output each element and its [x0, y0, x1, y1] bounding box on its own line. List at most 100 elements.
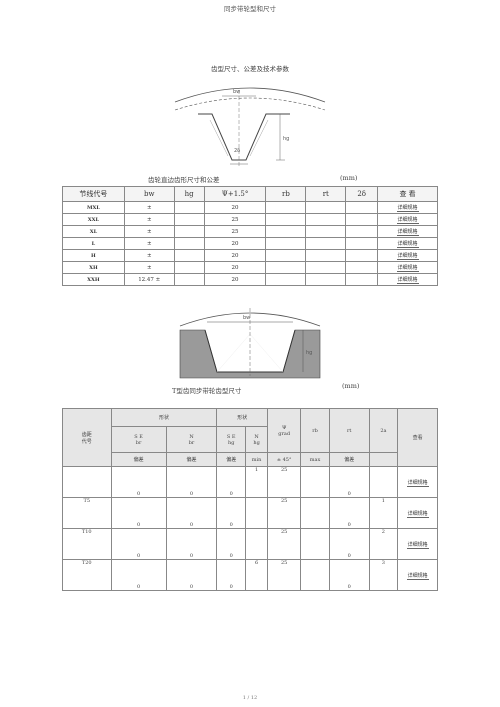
details-link[interactable]: 详细规格: [396, 205, 419, 212]
tol-header: 偏差: [328, 452, 370, 467]
details-link[interactable]: 详细规格: [396, 277, 419, 284]
row-value: 0: [165, 559, 218, 591]
row-code: T20: [62, 559, 112, 591]
details-link[interactable]: 详细规格: [406, 572, 429, 580]
row-code: L: [62, 237, 125, 250]
row-min: 1: [245, 466, 269, 498]
row-dev: 0: [328, 559, 370, 591]
page-header: 同步带轮型和尺寸: [224, 5, 276, 13]
row-code: XH: [62, 261, 125, 274]
col-header-grad: grad: [278, 430, 291, 437]
row-psi: 20: [203, 237, 267, 250]
section-title: 齿型尺寸、公差及技术参数: [211, 65, 289, 73]
row-bw: ±: [123, 201, 175, 214]
sub-header: N: [254, 433, 259, 440]
row-value: 0: [110, 466, 167, 498]
row-value: 0: [110, 528, 167, 560]
table-row: XXL ± 25 详细规格: [62, 213, 438, 226]
col-header-rb: rb: [265, 186, 307, 202]
col-header-code: 齿距 代号: [62, 408, 112, 467]
tol-header: 偏差: [216, 452, 247, 467]
row-value: 0: [110, 559, 167, 591]
row-code: XL: [62, 225, 125, 238]
svg-text:hg: hg: [283, 136, 289, 142]
row-value: 0: [216, 497, 247, 529]
table1-unit: (mm): [340, 174, 358, 182]
table2-unit: (mm): [342, 382, 360, 390]
tol-header: 偏差: [110, 452, 167, 467]
table1-caption: 齿轮直边齿形尺寸和公差: [148, 176, 220, 184]
tol-header: ± 45°: [267, 452, 302, 467]
details-link[interactable]: 详细规格: [396, 253, 419, 260]
col-group-shape-2: 形状: [216, 408, 269, 427]
row-code: XXL: [62, 213, 125, 226]
sub-header: S E: [226, 433, 236, 440]
details-link[interactable]: 详细规格: [396, 217, 419, 224]
details-link[interactable]: 详细规格: [396, 241, 419, 248]
page-number: 1 / 12: [242, 695, 258, 701]
row-bw: ±: [123, 249, 175, 262]
table-row: T5 0 0 0 25 0 1 详细规格: [62, 497, 438, 529]
sub-header: hg: [253, 439, 260, 446]
row-min: 6: [245, 559, 269, 591]
row-psi: 25: [267, 559, 302, 591]
svg-text:bw: bw: [243, 315, 250, 321]
table2-caption: T型齿同步带轮齿型尺寸: [172, 387, 242, 395]
row-2a: 3: [368, 559, 399, 591]
table-row: H ± 20 详细规格: [62, 249, 438, 262]
row-psi: 25: [267, 466, 302, 498]
col-header-code: 节线代号: [62, 186, 125, 202]
details-link[interactable]: 详细规格: [396, 229, 419, 236]
row-value: 0: [216, 559, 247, 591]
row-psi: 20: [203, 249, 267, 262]
table-row: T10 0 0 0 25 0 2 详细规格: [62, 528, 438, 560]
row-psi: 25: [203, 225, 267, 238]
details-link[interactable]: 详细规格: [406, 541, 429, 549]
row-code: [62, 466, 112, 498]
row-bw: ±: [123, 213, 175, 226]
col-header-psi: Ψ: [281, 424, 287, 431]
row-code: XXH: [62, 273, 125, 286]
row-dev: 0: [328, 497, 370, 529]
table-row: XL ± 25 详细规格: [62, 225, 438, 238]
row-dev: 0: [328, 528, 370, 560]
sub-header: br: [188, 439, 195, 446]
col-header-hg: hg: [173, 186, 205, 202]
row-min: [245, 497, 269, 529]
sub-header: S E: [134, 433, 143, 440]
tooth-dimension-table: 节线代号 bw hg Ψ+1.5° rb rt 2δ 查 看 MXL ± 20 …: [62, 186, 438, 286]
col-header-rt: rt: [305, 186, 347, 202]
tooth-profile-diagram: bw hg 2δ: [174, 87, 326, 166]
row-min: [245, 528, 269, 560]
row-code: H: [62, 249, 125, 262]
row-psi: 25: [267, 497, 302, 529]
col-header-view: 查 看: [377, 186, 438, 202]
details-link[interactable]: 详细规格: [406, 479, 429, 487]
sub-header: br: [135, 439, 142, 446]
row-code: MXL: [62, 201, 125, 214]
col-header-psi: Ψ+1.5°: [203, 186, 267, 202]
row-code: T5: [62, 497, 112, 529]
details-link[interactable]: 详细规格: [396, 265, 419, 272]
details-link[interactable]: 详细规格: [406, 510, 429, 518]
sub-header: N: [189, 433, 194, 440]
table-row: XH ± 20 详细规格: [62, 261, 438, 274]
row-value: 0: [165, 497, 218, 529]
table-row: L ± 20 详细规格: [62, 237, 438, 250]
t-tooth-profile-diagram: bw hg: [179, 308, 321, 379]
tol-header: 偏差: [165, 452, 218, 467]
tol-header: min: [245, 452, 269, 467]
row-bw: ±: [123, 261, 175, 274]
row-bw: ±: [123, 237, 175, 250]
table-row: MXL ± 20 详细规格: [62, 201, 438, 214]
row-code: T10: [62, 528, 112, 560]
row-2a: [368, 466, 399, 498]
col-header-rb: rb: [300, 408, 330, 453]
table-row: XXH 12.47 ± 20 详细规格: [62, 273, 438, 286]
row-value: 0: [165, 466, 218, 498]
row-bw: 12.47 ±: [123, 273, 175, 286]
svg-text:2δ: 2δ: [234, 148, 240, 154]
table-row: T20 0 0 0 6 25 0 3 详细规格: [62, 559, 438, 591]
table-header-row: 节线代号 bw hg Ψ+1.5° rb rt 2δ 查 看: [62, 186, 438, 202]
